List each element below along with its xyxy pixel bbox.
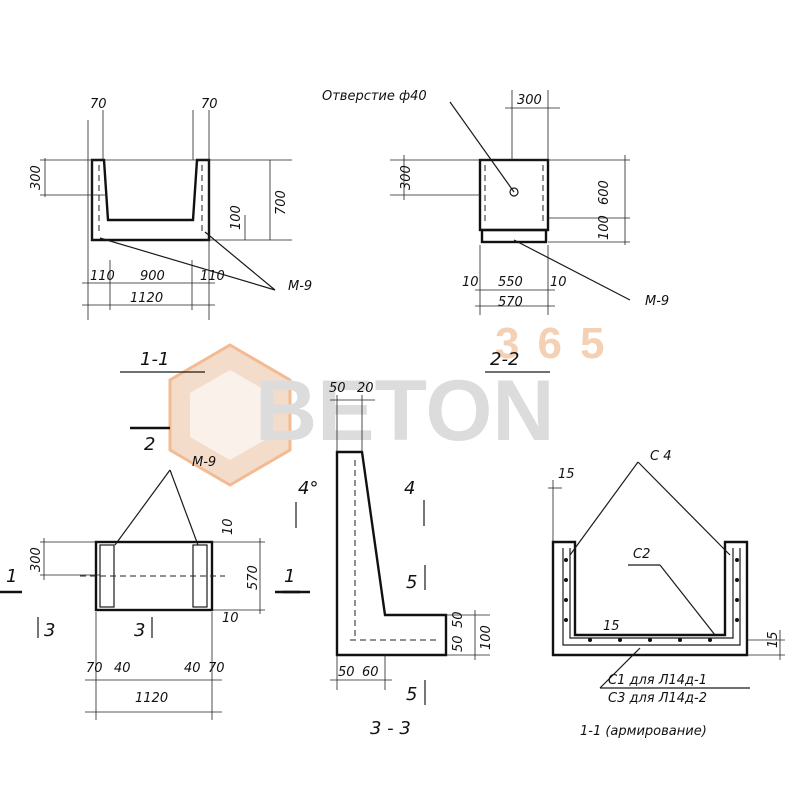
callout-m9: М-9 xyxy=(288,279,312,294)
dim-550: 550 xyxy=(498,275,523,290)
hole-label: Отверстие ф40 xyxy=(322,89,427,104)
dim-300: 300 xyxy=(29,165,44,190)
section-2-2: Отверстие ф40 300 300 600 100 10 550 10 … xyxy=(322,89,669,373)
cut-marker-5-bottom: 5 xyxy=(406,684,417,705)
dim-100: 100 xyxy=(229,205,244,230)
dim-900: 900 xyxy=(140,269,165,284)
dim-1120: 1120 xyxy=(130,291,163,306)
callout-m9: М-9 xyxy=(192,455,216,470)
dim-70-right: 70 xyxy=(208,661,225,676)
dim-100: 100 xyxy=(479,625,494,650)
label-c4: С 4 xyxy=(650,449,671,464)
callout-m9: М-9 xyxy=(645,294,669,309)
watermark: BETON 365 xyxy=(168,319,622,487)
dim-10-right: 10 xyxy=(550,275,567,290)
dim-300-top: 300 xyxy=(517,93,542,108)
dim-50-right-a: 50 xyxy=(451,611,466,628)
cut-marker-2: 2 xyxy=(144,434,155,455)
dim-70-left: 70 xyxy=(90,97,107,112)
watermark-logo-icon xyxy=(168,343,292,487)
dim-100: 100 xyxy=(597,215,612,240)
cut-marker-1-left: 1 xyxy=(6,566,17,587)
dim-15-mid: 15 xyxy=(603,619,620,634)
section-title: 1-1 xyxy=(140,349,169,370)
dim-10-left: 10 xyxy=(462,275,479,290)
dim-50-bottom: 50 xyxy=(338,665,355,680)
dim-700: 700 xyxy=(274,190,289,215)
dim-70-right: 70 xyxy=(201,97,218,112)
dim-15-top: 15 xyxy=(558,467,575,482)
cut-marker-1-right: 1 xyxy=(284,566,295,587)
dim-570: 570 xyxy=(246,565,261,590)
dim-300-left: 300 xyxy=(399,165,414,190)
cut-marker-4-left: 4° xyxy=(298,478,318,499)
section-title: 2-2 xyxy=(490,349,519,370)
dim-600: 600 xyxy=(597,180,612,205)
dim-10-bottom: 10 xyxy=(222,611,239,626)
watermark-number: 365 xyxy=(495,319,622,368)
reinforcement-section: С 4 С2 С1 для Л14д-1 С3 для Л14д-2 15 15… xyxy=(548,449,785,739)
dim-1120: 1120 xyxy=(135,691,168,706)
cut-marker-3-left: 3 xyxy=(44,620,55,641)
dim-20-top: 20 xyxy=(357,381,374,396)
label-c3: С3 для Л14д-2 xyxy=(608,691,707,706)
dim-50-right-b: 50 xyxy=(451,635,466,652)
section-3-3: 50 20 50 50 100 50 60 4° 4 5 5 3 - 3 xyxy=(282,381,494,739)
dim-40-left: 40 xyxy=(114,661,131,676)
dim-15-right: 15 xyxy=(766,631,781,648)
dim-60-bottom: 60 xyxy=(362,665,379,680)
section-caption: 1-1 (армирование) xyxy=(580,724,707,739)
dim-110-right: 110 xyxy=(200,269,225,284)
section-caption: 3 - 3 xyxy=(370,718,411,739)
plan-view: М-9 2 1 1 3 3 300 570 10 10 70 40 40 70 … xyxy=(0,426,300,720)
rebar-dots xyxy=(564,558,739,642)
label-c2: С2 xyxy=(633,547,650,562)
dim-570: 570 xyxy=(498,295,523,310)
hole-circle-icon xyxy=(509,187,519,197)
dim-40-right: 40 xyxy=(184,661,201,676)
cut-marker-3-right: 3 xyxy=(134,620,145,641)
dim-50-top: 50 xyxy=(329,381,346,396)
watermark-text: BETON xyxy=(255,363,554,459)
cut-marker-5-top: 5 xyxy=(406,572,417,593)
dim-300: 300 xyxy=(29,547,44,572)
dim-10-top: 10 xyxy=(221,518,236,535)
dim-70-left: 70 xyxy=(86,661,103,676)
dim-110-left: 110 xyxy=(90,269,115,284)
cut-marker-4-right: 4 xyxy=(404,478,415,499)
label-c1: С1 для Л14д-1 xyxy=(608,673,707,688)
section-1-1: 70 70 300 700 100 110 900 110 1120 М-9 1… xyxy=(29,97,312,373)
